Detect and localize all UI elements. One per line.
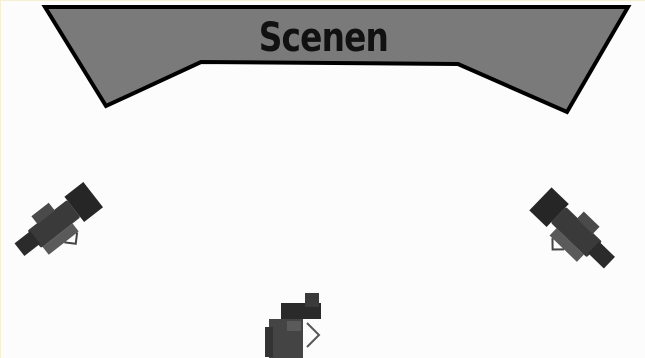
video-camera-icon xyxy=(263,293,323,358)
stage-label: Scenen xyxy=(59,15,588,61)
camera-center xyxy=(263,293,323,358)
